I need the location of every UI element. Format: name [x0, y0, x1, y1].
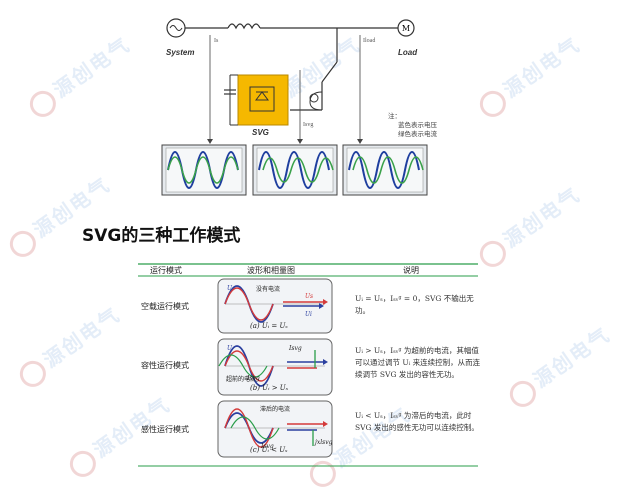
table-lines	[138, 263, 478, 467]
leading-current-label: 超前的电流	[226, 376, 257, 383]
column-header-description: 说明	[403, 266, 419, 275]
svg-text:jxlsvg: jxlsvg	[313, 439, 333, 446]
lagging-current-label: 滞后的电流	[260, 406, 291, 413]
desc-capacitive: Uᵢ > Uₛ，Iₛᵥᵍ 为超前的电流，其幅值可以通过调节 Uᵢ 来连续控制，从…	[355, 346, 481, 379]
svg-text:U: U	[227, 345, 233, 352]
mode-label-capacitive: 容性运行模式	[141, 361, 189, 370]
column-header-waveform: 波形和相量图	[247, 266, 295, 275]
waveform-panel-inductive: jxlsvg Isvg	[217, 400, 333, 458]
svg-text:Isvg: Isvg	[246, 375, 260, 382]
waveform-panel-no-load: U Us Ui	[217, 278, 333, 334]
page-title: SVG的三种工作模式	[82, 226, 241, 246]
mode-label-inductive: 感性运行模式	[141, 425, 189, 434]
caption-inductive: (c) Uᵢ < Uₛ	[250, 446, 288, 454]
caption-no-load: (a) Uᵢ = Uₛ	[250, 322, 288, 330]
caption-capacitive: (b) Uᵢ > Uₛ	[250, 384, 289, 392]
scope-screen-load	[342, 144, 428, 196]
source-current-label: Is	[214, 38, 219, 44]
svg-text:Isvg: Isvg	[260, 443, 274, 450]
svg-circuit-diagram: M	[161, 18, 428, 196]
scope-screen-svg	[252, 144, 338, 196]
load-label: Load	[398, 48, 418, 57]
mode-label-no-load: 空载运行模式	[141, 302, 189, 311]
svg-text:M: M	[402, 24, 410, 33]
legend-note: 注： 蓝色表示电压 绿色表示电流	[388, 112, 437, 138]
load-current-label: Iload	[363, 38, 376, 44]
scope-screen-source	[161, 144, 247, 196]
system-label: System	[166, 48, 195, 57]
column-header-mode: 运行模式	[150, 266, 182, 275]
waveform-panel-capacitive: Isvg U Isvg	[217, 338, 333, 396]
no-current-label: 没有电流	[256, 286, 281, 293]
svg-text:Ui: Ui	[305, 311, 312, 318]
svg-text:Us: Us	[305, 293, 313, 300]
svg-label: SVG	[252, 128, 269, 137]
svg-text:U: U	[227, 285, 233, 292]
desc-inductive: Uᵢ < Uₛ，Iₛᵥᵍ 为滞后的电流，此时 SVG 发出的感性无功可以连续控制…	[355, 411, 479, 432]
svg-current-label: Isvg	[303, 122, 314, 128]
motor-icon	[397, 19, 415, 37]
inductor-icon	[227, 23, 261, 30]
desc-no-load: Uᵢ = Uₛ，Iₛᵥᵍ = 0，SVG 不输出无功。	[355, 294, 474, 315]
svg-text:Isvg: Isvg	[288, 345, 302, 352]
